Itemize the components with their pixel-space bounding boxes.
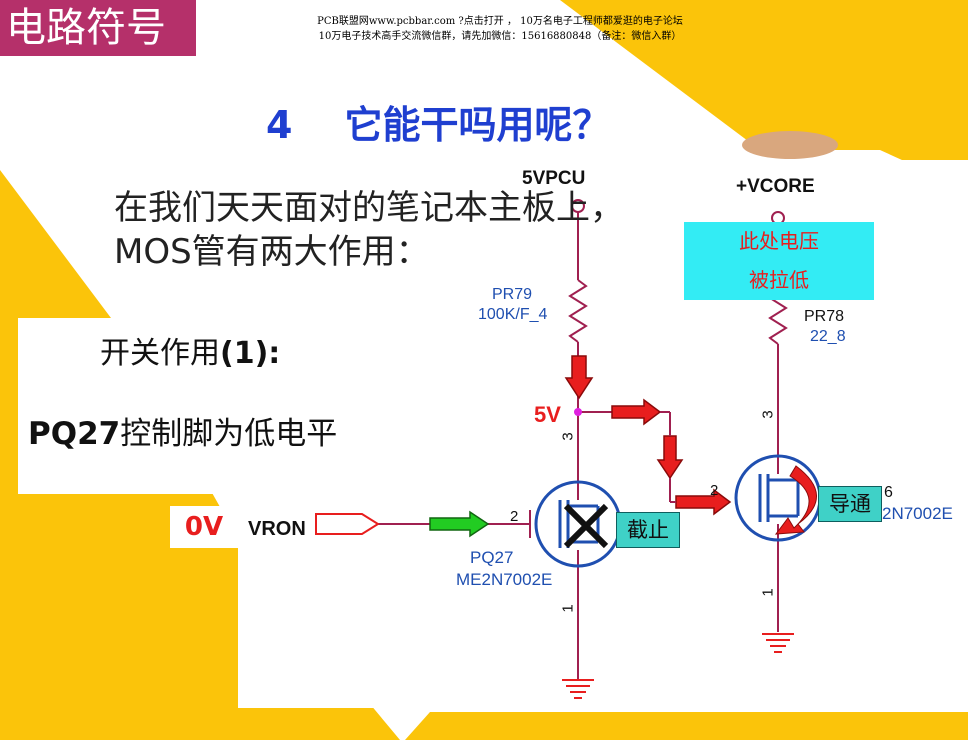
- junction-dot: [574, 408, 582, 416]
- heading-number: 4: [266, 103, 293, 147]
- pin-drain-right: 3: [759, 410, 777, 419]
- rail-5vpcu-terminal: [571, 199, 585, 213]
- slide-heading: 4 它能干吗用呢？: [266, 94, 610, 149]
- status-cutoff-label: 截止: [616, 512, 680, 548]
- pin-gate-left: 2: [510, 508, 519, 525]
- rail-vcore-label: +VCORE: [736, 176, 815, 197]
- status-conducting-label: 导通: [818, 486, 882, 522]
- pin-source-left: 1: [559, 604, 577, 613]
- pin-gate-right: 2: [710, 482, 719, 499]
- switch-title-number: (1):: [220, 336, 281, 371]
- pq27-label: PQ27: [28, 416, 121, 452]
- intro-text: 在我们天天面对的笔记本主板上， MOS管有两大作用：: [114, 186, 624, 274]
- note-line-2: 被拉低: [749, 268, 809, 292]
- note-line-1: 此处电压: [739, 229, 819, 253]
- rail-5vpcu-label: 5VPCU: [522, 168, 586, 189]
- resistor-pr79-value: 100K/F_4: [478, 306, 548, 323]
- ground-symbol-right: [762, 633, 794, 653]
- red-arrow-down-1: [564, 355, 594, 400]
- heading-text: 它能干吗用呢？: [344, 103, 611, 147]
- green-signal-arrow: [429, 510, 490, 538]
- mosfet-right-part: 2N7002E: [882, 504, 953, 523]
- mosfet-right-ref-fragment: 6: [884, 484, 893, 501]
- mosfet-pq27-part: ME2N7002E: [456, 570, 553, 589]
- red-signal-arrows: [564, 355, 732, 516]
- watermark-line-1: PCB联盟网www.pcbbar.com ?点击打开 ， 10万名电子工程师都爱…: [317, 16, 683, 27]
- voltage-pulled-low-note: 此处电压 被拉低: [684, 222, 874, 300]
- red-arrow-right-2: [675, 488, 732, 516]
- watermark-line-2: 10万电子技术高手交流微信群，请先加微信：15616880848（备注：微信入群…: [318, 31, 682, 42]
- resistor-pr79-ref: PR79: [492, 286, 533, 303]
- intro-line-1: 在我们天天面对的笔记本主板上，: [114, 188, 624, 228]
- switch-title-prefix: 开关作用: [100, 336, 220, 371]
- pq27-description: 控制脚为低电平: [120, 416, 338, 452]
- resistor-pr78-ref: PR78: [804, 308, 845, 325]
- pq27-control-statement: PQ27控制脚为低电平: [28, 408, 337, 453]
- switch-function-title: 开关作用(1):: [100, 328, 280, 372]
- forum-watermark: PCB联盟网www.pcbbar.com ?点击打开 ， 10万名电子工程师都爱…: [250, 14, 750, 44]
- mosfet-left-symbol: [534, 480, 622, 568]
- ground-symbol-left: [562, 679, 594, 699]
- pin-source-right: 1: [759, 588, 777, 597]
- vron-net-connector: [315, 513, 380, 535]
- input-voltage-label: 0V: [170, 506, 238, 548]
- current-flow-arrow: [774, 465, 817, 535]
- red-arrow-right-1: [611, 398, 662, 426]
- red-arrow-down-2: [656, 435, 684, 480]
- intro-line-2: MOS管有两大作用：: [114, 232, 430, 272]
- vron-net-label: VRON: [248, 518, 306, 540]
- pin-drain-left: 3: [559, 432, 577, 441]
- resistor-pr78-value: 22_8: [810, 328, 846, 345]
- node-voltage-label: 5V: [534, 402, 561, 427]
- section-badge: 电路符号: [0, 0, 196, 56]
- mosfet-pq27-ref: PQ27: [470, 548, 514, 567]
